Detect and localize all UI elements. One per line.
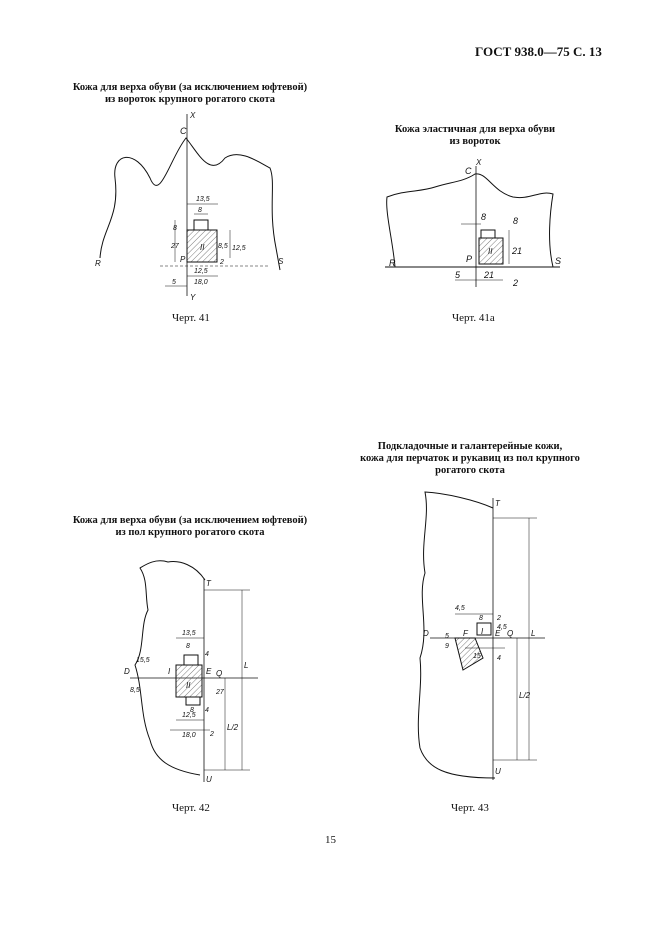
fig43-mark-e: E (495, 629, 501, 638)
fig41a-region-label: II (488, 247, 493, 256)
fig41-mark-x: X (189, 111, 196, 120)
fig43-dim-2: 2 (496, 615, 501, 622)
fig41a-caption-line2: из вороток (449, 136, 501, 147)
fig42-mark-t: T (206, 579, 212, 588)
fig41a-mark-x: X (475, 158, 482, 167)
fig41-caption-line1: Кожа для верха обуви (за исключением юфт… (72, 82, 308, 93)
fig41a-label: Черт. 41а (452, 312, 495, 324)
fig41a-mark-s: S (555, 256, 561, 266)
fig43-dim-8: 8 (479, 615, 483, 622)
fig43-mark-l2: L/2 (519, 691, 531, 700)
fig41-drawing: X C R S P Y II 13,5 8 8 27 8,5 12,5 12,5… (95, 111, 284, 302)
fig42-dim-8-5: 8,5 (130, 687, 140, 694)
fig41a-caption: Кожа эластичная для верха обуви из ворот… (375, 124, 575, 148)
fig41-dim-8v: 8 (173, 225, 177, 232)
fig43-dim-4-5b: 4,5 (497, 624, 507, 631)
fig41-mark-y: Y (190, 293, 196, 302)
page-number: 15 (325, 834, 336, 846)
fig42-mark-l: L (244, 661, 248, 670)
standard-header: ГОСТ 938.0—75 С. 13 (475, 44, 602, 59)
fig43-caption: Подкладочные и галантерейные кожи, кожа … (360, 441, 580, 477)
fig42-dim-8: 8 (186, 643, 190, 650)
fig41a-mark-c: C (465, 166, 472, 176)
fig43-dim-4: 4 (497, 655, 501, 662)
fig42-region-label: II (186, 681, 191, 690)
fig42-mark-e: E (206, 667, 212, 676)
fig42-mark-u: U (206, 775, 212, 784)
fig41-dim-2: 2 (219, 259, 224, 266)
fig41-dim-8: 8 (198, 207, 202, 214)
fig42-dim-13-5: 13,5 (182, 630, 196, 637)
fig42-mark-d: D (124, 667, 130, 676)
fig41-label: Черт. 41 (172, 312, 210, 324)
fig41a-dim-5: 5 (455, 270, 461, 280)
fig43-caption-line2: кожа для перчаток и рукавиц из пол крупн… (360, 453, 580, 464)
fig42-caption-line1: Кожа для верха обуви (за исключением юфт… (72, 515, 308, 526)
fig41a-dim-8v: 8 (513, 216, 518, 226)
fig42-dim-27: 27 (215, 689, 225, 696)
fig42-caption-line2: из пол крупного рогатого скота (115, 527, 265, 538)
fig42-dim-12-5: 12,5 (182, 712, 196, 719)
fig42-dim-18-0: 18,0 (182, 732, 196, 739)
fig41-dim-8-5: 8,5 (218, 243, 228, 250)
fig42-mark-l2: L/2 (227, 723, 239, 732)
fig42-dim-4: 4 (205, 651, 209, 658)
fig41a-mark-r: R (389, 258, 396, 268)
fig43-label: Черт. 43 (451, 802, 489, 814)
fig43-caption-line1: Подкладочные и галантерейные кожи, (377, 441, 563, 452)
fig41-region-label: II (200, 243, 205, 252)
fig43-drawing: T U D E F Q L L/2 I 4,5 8 2 4,5 9 15 4 5 (417, 491, 545, 780)
fig43-caption-line3: рогатого скота (435, 465, 505, 476)
fig43-mark-l: L (531, 629, 535, 638)
fig43-mark-d: D (423, 629, 429, 638)
fig43-mark-t: T (495, 499, 501, 508)
fig41a-dim-8: 8 (481, 212, 486, 222)
fig41-mark-p: P (180, 255, 186, 264)
fig42-dim-4b: 4 (205, 707, 209, 714)
fig42-mark-q: Q (216, 669, 222, 678)
fig41-mark-r: R (95, 259, 101, 268)
fig42-region-label-2: I (168, 667, 171, 676)
fig43-mark-u: U (495, 767, 501, 776)
fig41a-dim-2: 2 (512, 278, 518, 288)
fig41-mark-s: S (278, 257, 284, 266)
fig41-dim-18-0: 18,0 (194, 279, 208, 286)
fig41a-caption-line1: Кожа эластичная для верха обуви (394, 124, 556, 135)
fig42-label: Черт. 42 (172, 802, 210, 814)
fig43-dim-4-5: 4,5 (455, 605, 465, 612)
fig41-dim-13-5: 13,5 (196, 196, 210, 203)
fig41a-mark-p: P (466, 254, 472, 264)
fig41a-drawing: C X R S P II 8 8 21 5 21 2 (385, 158, 561, 288)
fig41a-dim-21: 21 (483, 270, 494, 280)
fig42-caption: Кожа для верха обуви (за исключением юфт… (70, 515, 310, 539)
fig41-dim-12-5: 12,5 (194, 268, 208, 275)
fig43-dim-15: 15 (473, 653, 481, 660)
fig43-mark-f: F (463, 629, 469, 638)
fig41a-dim-21v: 21 (511, 246, 522, 256)
fig42-drawing: T U D E Q L L/2 II I 13,5 8 4 15,5 8,5 1… (124, 560, 258, 784)
fig42-dim-15-5: 15,5 (136, 657, 150, 664)
fig41-dim-27: 27 (170, 243, 180, 250)
fig43-dim-5: 5 (445, 633, 449, 640)
fig43-region-label: I (481, 627, 484, 636)
fig41-mark-c: C (180, 126, 187, 136)
fig42-dim-8b: 8 (190, 707, 194, 714)
fig42-dim-2: 2 (209, 731, 214, 738)
fig41-dim-12-5v: 12,5 (232, 245, 246, 252)
fig41-caption: Кожа для верха обуви (за исключением юфт… (70, 82, 310, 106)
fig41-dim-5: 5 (172, 279, 176, 286)
fig43-mark-q: Q (507, 629, 513, 638)
fig43-dim-9: 9 (445, 643, 449, 650)
fig41-caption-line2: из вороток крупного рогатого скота (104, 94, 276, 105)
